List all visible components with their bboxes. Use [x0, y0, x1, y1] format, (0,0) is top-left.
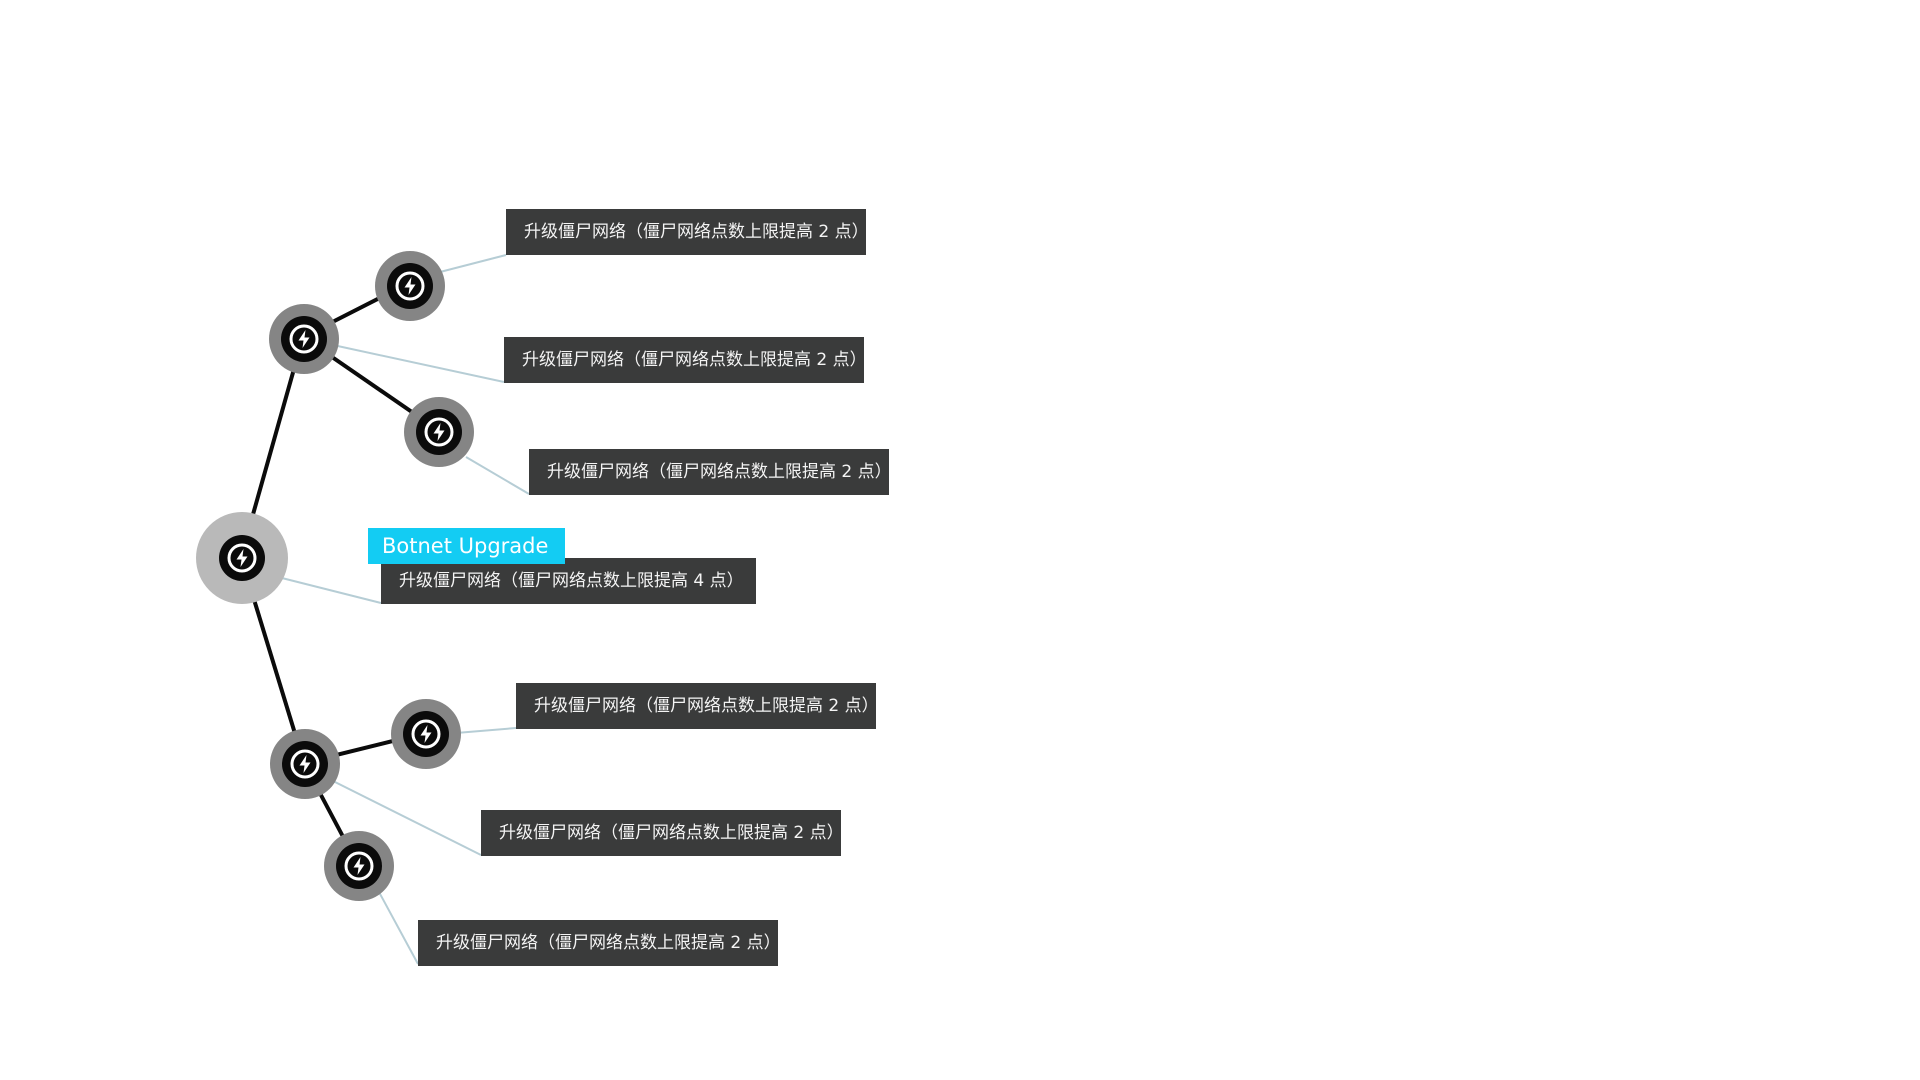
leader-upper-top — [439, 254, 507, 273]
upgrade-label-upper-branch: 升级僵尸网络（僵尸网络点数上限提高 2 点） — [504, 337, 867, 383]
upgrade-node-upper-branch[interactable] — [269, 304, 339, 374]
upgrade-node-lower-right[interactable] — [391, 699, 461, 769]
upgrade-node-upper-top[interactable] — [375, 251, 445, 321]
upgrade-node-lower-branch[interactable] — [270, 729, 340, 799]
upgrade-label-upper-top: 升级僵尸网络（僵尸网络点数上限提高 2 点） — [506, 209, 869, 255]
upgrade-label-lower-branch: 升级僵尸网络（僵尸网络点数上限提高 2 点） — [481, 810, 844, 856]
title-badge: Botnet Upgrade — [368, 528, 565, 564]
lightning-bolt-icon — [344, 851, 374, 881]
leader-lower-bottom — [378, 891, 419, 965]
leader-lower-branch — [330, 779, 482, 856]
lightning-bolt-icon — [289, 324, 319, 354]
upgrade-node-upper-lower[interactable] — [404, 397, 474, 467]
lightning-bolt-icon — [424, 417, 454, 447]
lightning-bolt-icon — [227, 543, 257, 573]
leader-lower-right — [455, 727, 517, 734]
upgrade-label-upper-lower: 升级僵尸网络（僵尸网络点数上限提高 2 点） — [529, 449, 892, 495]
upgrade-label-lower-right: 升级僵尸网络（僵尸网络点数上限提高 2 点） — [516, 683, 879, 729]
leader-upper-branch — [332, 344, 505, 383]
lightning-bolt-icon — [395, 271, 425, 301]
upgrade-label-root: 升级僵尸网络（僵尸网络点数上限提高 4 点） — [381, 558, 756, 604]
leader-upper-lower — [465, 456, 530, 495]
upgrade-label-lower-bottom: 升级僵尸网络（僵尸网络点数上限提高 2 点） — [418, 920, 781, 966]
lightning-bolt-icon — [290, 749, 320, 779]
upgrade-node-root[interactable] — [196, 512, 288, 604]
lightning-bolt-icon — [411, 719, 441, 749]
upgrade-node-lower-bottom[interactable] — [324, 831, 394, 901]
